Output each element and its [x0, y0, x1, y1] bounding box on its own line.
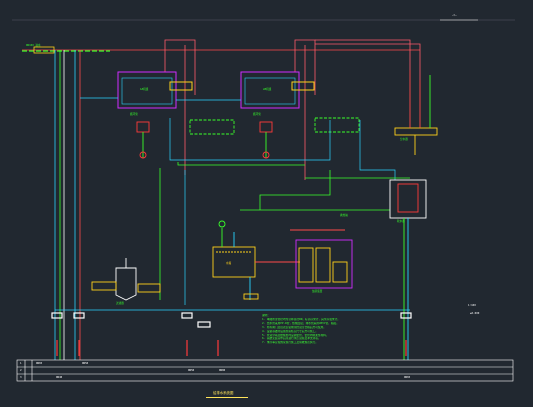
pump-a-label: 循环泵 — [130, 113, 138, 116]
top-tag: —▽— — [452, 14, 457, 17]
softener-station — [389, 179, 427, 360]
unit-a-inner — [121, 77, 173, 105]
inlet-fittings — [33, 46, 55, 54]
hot-water-loop — [164, 39, 421, 180]
inlet-label: DN100 进水 — [26, 44, 41, 47]
filter-vessel — [91, 258, 161, 301]
filter-label: 过滤器 — [116, 302, 124, 305]
unit-a-valves — [169, 81, 193, 91]
note-line: 7. 未尽事宜按国家现行施工及验收规范执行。 — [262, 341, 318, 345]
unit-a-label: 1#机组 — [140, 88, 149, 91]
level-label: ±0.000 — [470, 312, 480, 315]
table-row-label: 2 — [20, 369, 22, 372]
table-cell: DN65 — [36, 362, 43, 365]
left-risers — [54, 50, 81, 360]
manifold-label: 分水器 — [400, 138, 408, 141]
table-row-label: 1 — [20, 362, 22, 365]
riser-valve-stacks — [51, 312, 412, 356]
note-line: 5. 管道穿墙及楼板处均设钢套管，套管内填柔性材料。 — [262, 333, 329, 337]
note-line: 2. 给水管采用PP-R管，热熔连接；排水管采用UPVC管，粘接。 — [262, 321, 339, 325]
pump-group-b — [259, 117, 360, 159]
unit-b-label: 2#机组 — [263, 88, 272, 91]
pump-b-label: 循环泵 — [253, 113, 261, 116]
table-cell: DN50 — [188, 369, 195, 372]
table-cell: DN40 — [56, 376, 63, 379]
design-notes: 说明： 1. 本图所注管径均为公称直径DN，标高以米计，其余以毫米计。 2. 给… — [262, 314, 366, 345]
bottom-table — [16, 359, 514, 382]
unit-b-valves — [291, 81, 315, 91]
unit-b-inner — [244, 77, 296, 105]
manifold — [394, 70, 438, 155]
note-line: 3. 所有阀门及仪表安装前须经试压合格后方可使用。 — [262, 325, 326, 329]
table-cell: DN65 — [404, 376, 411, 379]
dosing-units — [290, 229, 353, 289]
notes-title: 说明： — [262, 314, 271, 317]
table-cell: DN50 — [82, 362, 89, 365]
dosing-label: 加药装置 — [312, 290, 323, 293]
tank-label: 水箱 — [226, 262, 232, 265]
green-branch-pipes — [159, 162, 410, 300]
drawing-title: 给排水系统图 — [213, 391, 234, 395]
table-cell: DN80 — [219, 369, 226, 372]
scale-tag: 1:100 — [468, 304, 476, 307]
note-line: 4. 设备基础待设备到货核实尺寸后方可施工。 — [262, 329, 318, 333]
note-line: 1. 本图所注管径均为公称直径DN，标高以米计，其余以毫米计。 — [262, 317, 340, 321]
station-label: 换热站 — [340, 214, 348, 217]
softener-label: 软水器 — [397, 220, 405, 223]
title-underline — [206, 397, 248, 398]
water-tank — [212, 220, 300, 300]
return-pipes — [55, 97, 410, 311]
pump-group-a — [136, 119, 235, 159]
table-row-label: 3 — [20, 376, 22, 379]
note-line: 6. 系统安装完毕后须进行水压试验及冲洗消毒。 — [262, 337, 321, 341]
